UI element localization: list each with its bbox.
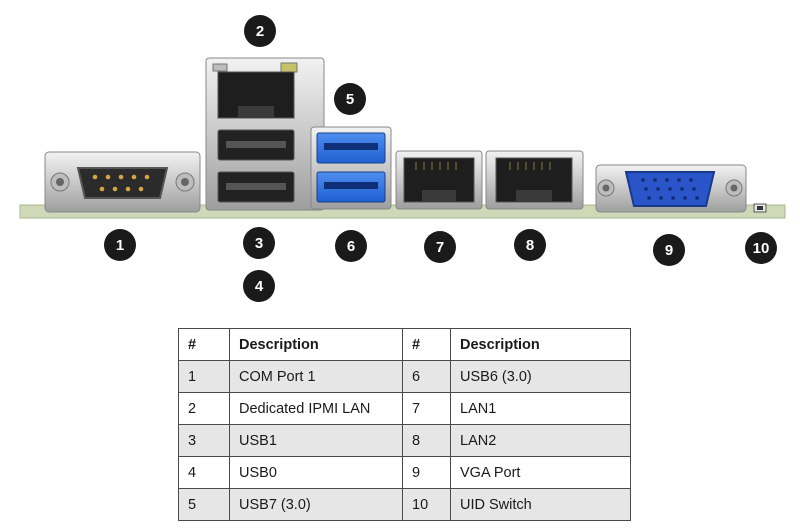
callout-7: 7: [424, 231, 456, 263]
table-row: 2 Dedicated IPMI LAN 7 LAN1: [178, 392, 631, 425]
cell-number: 5: [178, 488, 230, 521]
cell-number: 3: [178, 424, 230, 457]
cell-number: 4: [178, 456, 230, 489]
io-panel-illustration: [19, 57, 786, 219]
port-description-table: # Description # Description 1 COM Port 1…: [178, 328, 631, 521]
vga-port-connector: [595, 164, 747, 213]
cell-description: VGA Port: [450, 456, 631, 489]
lan2-connector: [485, 150, 584, 210]
cell-description: COM Port 1: [229, 360, 403, 393]
ipmi-usb-stack-connector: [205, 57, 325, 211]
cell-description: LAN2: [450, 424, 631, 457]
callout-3: 3: [243, 227, 275, 259]
cell-number: 7: [402, 392, 451, 425]
cell-number: 2: [178, 392, 230, 425]
header-description-left: Description: [229, 328, 403, 361]
cell-description: LAN1: [450, 392, 631, 425]
uid-switch: [753, 203, 767, 213]
callout-4: 4: [243, 270, 275, 302]
callout-2: 2: [244, 15, 276, 47]
callout-10: 10: [745, 232, 777, 264]
table-row: 5 USB7 (3.0) 10 UID Switch: [178, 488, 631, 521]
cell-number: 6: [402, 360, 451, 393]
callout-1: 1: [104, 229, 136, 261]
cell-description: UID Switch: [450, 488, 631, 521]
callout-8: 8: [514, 229, 546, 261]
callout-6: 6: [335, 230, 367, 262]
header-number-right: #: [402, 328, 451, 361]
usb3-stack-connector: [310, 126, 392, 210]
callout-5: 5: [334, 83, 366, 115]
table-row: 3 USB1 8 LAN2: [178, 424, 631, 457]
table-row: 1 COM Port 1 6 USB6 (3.0): [178, 360, 631, 393]
header-number-left: #: [178, 328, 230, 361]
table-header-row: # Description # Description: [178, 328, 631, 361]
table-row: 4 USB0 9 VGA Port: [178, 456, 631, 489]
cell-description: USB7 (3.0): [229, 488, 403, 521]
cell-number: 1: [178, 360, 230, 393]
cell-number: 9: [402, 456, 451, 489]
cell-description: USB0: [229, 456, 403, 489]
callout-9: 9: [653, 234, 685, 266]
com-port-connector: [44, 151, 201, 213]
cell-number: 8: [402, 424, 451, 457]
cell-number: 10: [402, 488, 451, 521]
lan1-connector: [395, 150, 483, 210]
cell-description: USB1: [229, 424, 403, 457]
cell-description: Dedicated IPMI LAN: [229, 392, 403, 425]
header-description-right: Description: [450, 328, 631, 361]
cell-description: USB6 (3.0): [450, 360, 631, 393]
